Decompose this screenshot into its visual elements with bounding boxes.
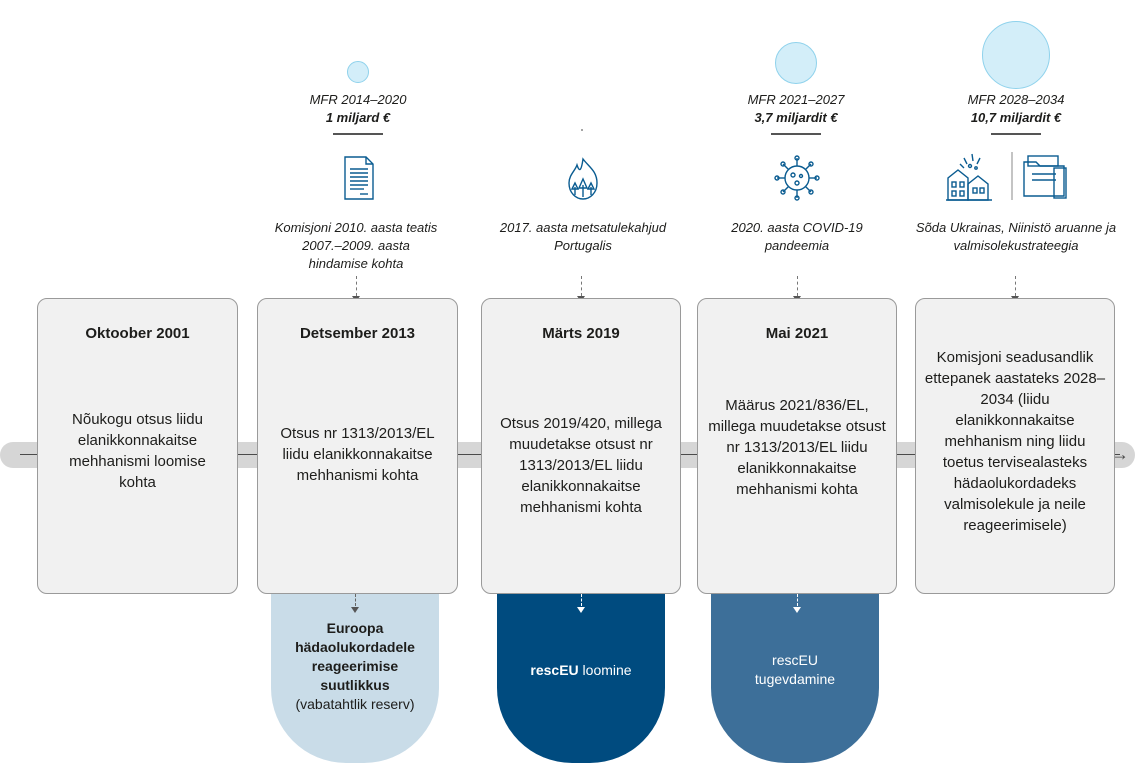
card-text: Otsus nr 1313/2013/EL liidu elanikkonnak… bbox=[280, 425, 435, 484]
card-date: Detsember 2013 bbox=[299, 325, 416, 342]
pill-connector-line bbox=[355, 594, 356, 606]
outcome-pill-2013: Euroopa hädaolukordadele reageerimise su… bbox=[271, 585, 439, 763]
mfr-divider bbox=[991, 133, 1041, 135]
pill-connector-line bbox=[797, 594, 798, 606]
outcome-title: Euroopa hädaolukordadele reageerimise su… bbox=[295, 620, 415, 693]
outcome-subtitle: (vabatahtlik reserv) bbox=[295, 696, 415, 712]
virus-icon bbox=[774, 155, 820, 201]
connector-line bbox=[1015, 276, 1016, 296]
card-date: Mai 2021 bbox=[765, 325, 829, 342]
card-text: Otsus 2019/420, millega muudetakse otsus… bbox=[500, 415, 662, 516]
war-and-folder-icon bbox=[944, 150, 1070, 202]
mfr-label: MFR 2028–2034 bbox=[967, 92, 1065, 107]
mfr-amount: 10,7 miljardit € bbox=[970, 110, 1062, 125]
event-text-2010: Komisjoni 2010. aasta teatis 2007.–2009.… bbox=[274, 220, 438, 271]
event-text-2017: 2017. aasta metsatulekahjud Portugalis bbox=[499, 220, 667, 253]
mfr-divider bbox=[333, 133, 383, 135]
card-text: Nõukogu otsus liidu elanikkonnakaitse me… bbox=[69, 411, 206, 491]
mfr-divider bbox=[771, 133, 821, 135]
timeline-card-2013: Detsember 2013 Otsus nr 1313/2013/EL lii… bbox=[257, 298, 458, 594]
outcome-bold: rescEU bbox=[530, 662, 579, 678]
card-date: Oktoober 2001 bbox=[85, 325, 190, 342]
mfr-amount: 1 miljard € bbox=[325, 110, 391, 125]
timeline-card-2001: Oktoober 2001 Nõukogu otsus liidu elanik… bbox=[37, 298, 238, 594]
card-text: Komisjoni seadusandlik ettepanek aastate… bbox=[924, 349, 1106, 534]
event-text-2020: 2020. aasta COVID-19 pandeemia bbox=[731, 220, 863, 253]
timeline-card-2019: Märts 2019 Otsus 2019/420, millega muude… bbox=[481, 298, 681, 594]
timeline-card-2028: Komisjoni seadusandlik ettepanek aastate… bbox=[915, 298, 1115, 594]
small-dot bbox=[581, 129, 583, 131]
forest-fire-icon bbox=[563, 157, 603, 201]
mfr-amount: 3,7 miljardit € bbox=[754, 110, 838, 125]
outcome-text-2013: Euroopa hädaolukordadele reageerimise su… bbox=[277, 619, 433, 714]
mfr-2021-block: MFR 2021–2027 3,7 miljardit € bbox=[696, 91, 896, 135]
pill-connector-line bbox=[581, 594, 582, 606]
pill-connector-arrow bbox=[577, 607, 585, 613]
mfr-2028-block: MFR 2028–2034 10,7 miljardit € bbox=[916, 91, 1116, 135]
connector-line bbox=[797, 276, 798, 296]
mfr-label: MFR 2021–2027 bbox=[747, 92, 845, 107]
outcome-text-2021: rescEU tugevdamine bbox=[754, 652, 836, 687]
mfr-2014-block: MFR 2014–2020 1 miljard € bbox=[258, 91, 458, 135]
connector-line bbox=[356, 276, 357, 296]
mfr-bubble-2028 bbox=[982, 21, 1050, 89]
mfr-bubble-2014 bbox=[347, 61, 369, 83]
document-icon bbox=[342, 155, 376, 201]
outcome-text-2019: rescEU loomine bbox=[503, 661, 659, 680]
pill-connector-arrow bbox=[351, 607, 359, 613]
mfr-bubble-2021 bbox=[775, 42, 817, 84]
card-text: Määrus 2021/836/EL, millega muudetakse o… bbox=[708, 397, 886, 498]
connector-line bbox=[581, 276, 582, 296]
pill-connector-arrow bbox=[793, 607, 801, 613]
outcome-rest: loomine bbox=[578, 662, 632, 678]
outcome-pill-2021: rescEU tugevdamine bbox=[711, 585, 879, 763]
mfr-label: MFR 2014–2020 bbox=[309, 92, 407, 107]
timeline-card-2021: Mai 2021 Määrus 2021/836/EL, millega muu… bbox=[697, 298, 897, 594]
timeline-arrow-icon: → bbox=[1111, 444, 1129, 464]
outcome-pill-2019: rescEU loomine bbox=[497, 585, 665, 763]
event-text-2028: Sõda Ukrainas, Niinistö aruanne ja valmi… bbox=[915, 220, 1117, 253]
card-date: Märts 2019 bbox=[542, 325, 620, 342]
